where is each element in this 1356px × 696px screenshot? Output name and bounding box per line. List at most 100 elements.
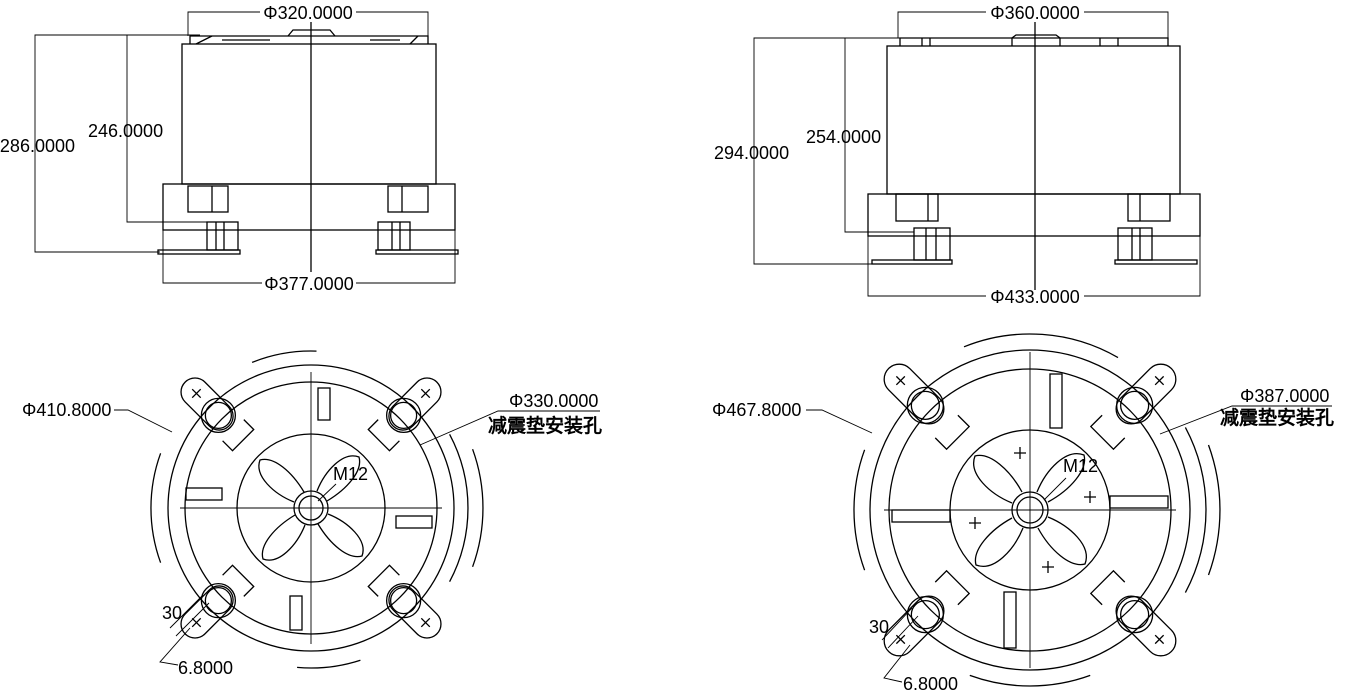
- outer-arc: [969, 674, 1091, 687]
- lug-hole: [1116, 386, 1154, 424]
- impeller-blade: [261, 514, 306, 561]
- ring-notch: [934, 569, 971, 606]
- ring-notch: [222, 419, 255, 452]
- leader-slot-width: [883, 644, 911, 683]
- lug-outline: [388, 585, 442, 639]
- lug-outline: [883, 595, 945, 657]
- dimension-line-base-diameter: [162, 230, 456, 284]
- lug-hole-inner: [1120, 600, 1150, 630]
- leader-thread: [317, 483, 337, 502]
- lug-outline: [1115, 595, 1177, 657]
- mount-lug: [883, 363, 971, 451]
- shaft-hub: [1011, 34, 1061, 46]
- outer-arc: [297, 659, 361, 669]
- mount-lug: [180, 377, 255, 452]
- hole-circle-diameter-label: Φ330.0000: [509, 391, 598, 411]
- lug-center-mark: [191, 617, 202, 628]
- lug-hole-inner: [1120, 390, 1150, 420]
- leader-slot-width: [159, 627, 191, 666]
- impeller-blade: [258, 458, 305, 503]
- angle-label: 30: [869, 617, 889, 637]
- outer-circle: [167, 364, 455, 652]
- lug-outline: [180, 377, 234, 431]
- ring-notch: [367, 419, 400, 452]
- leader-outer-diameter: [114, 409, 173, 433]
- body-height-label: 254.0000: [806, 127, 881, 147]
- motor-body: [181, 43, 437, 185]
- lug-hole-inner: [910, 600, 940, 630]
- top-diameter-label: Φ320.0000: [263, 3, 352, 23]
- leg-detail: [391, 222, 401, 250]
- lug-center-mark: [191, 388, 202, 399]
- lug-hole: [1116, 596, 1154, 634]
- outer-arc: [471, 448, 484, 568]
- thread-label: M12: [1063, 456, 1098, 476]
- top-cover: [899, 37, 1169, 46]
- ring-notch: [934, 414, 971, 451]
- center-mark: [969, 517, 981, 529]
- mount-block-left: [187, 185, 229, 213]
- impeller-blade: [974, 517, 1024, 567]
- outer-arc: [251, 350, 317, 364]
- plan-view-b-annotations: [806, 352, 1332, 683]
- side-view-b-dimensions: [753, 11, 1201, 297]
- top-cover: [189, 35, 429, 44]
- overall-height-label: 294.0000: [714, 143, 789, 163]
- leader-outer-diameter: [806, 409, 873, 434]
- motor-body: [886, 45, 1181, 195]
- dimension-line-base-diameter: [867, 236, 1201, 297]
- side-view-a-outline: [157, 22, 459, 272]
- lug-hole-inner: [389, 586, 418, 615]
- overall-height-label: 286.0000: [0, 136, 75, 156]
- ring-notch: [1089, 569, 1126, 606]
- lug-outline: [1115, 363, 1177, 425]
- base-diameter-label: Φ377.0000: [264, 274, 353, 294]
- leg-right: [377, 221, 411, 251]
- lug-hole: [200, 582, 237, 619]
- leader-hole-circle: [1159, 405, 1332, 435]
- outer-arc: [853, 449, 866, 571]
- radial-slot: [289, 595, 303, 631]
- thread-label: M12: [333, 464, 368, 484]
- lug-hole: [385, 397, 422, 434]
- lug-hole-inner: [389, 401, 418, 430]
- outer-arc: [963, 333, 1119, 359]
- outer-arc: [1207, 444, 1221, 576]
- outer-diameter-label: Φ410.8000: [22, 400, 111, 420]
- lug-hole-inner: [910, 390, 940, 420]
- hole-note-label: 减震垫安装孔: [488, 414, 602, 437]
- lug-hole: [906, 386, 944, 424]
- lug-center-mark: [895, 634, 906, 645]
- top-cover-detail: [921, 38, 1119, 46]
- hole-circle-diameter-label: Φ387.0000: [1240, 386, 1329, 406]
- lug-outline: [883, 363, 945, 425]
- mount-lug: [1089, 363, 1177, 451]
- lug-hole: [385, 582, 422, 619]
- mount-lug: [1089, 569, 1177, 657]
- ring-notch: [367, 564, 400, 597]
- lug-hole-inner: [204, 401, 233, 430]
- foot-plate-left: [871, 259, 953, 265]
- impeller-blade: [973, 454, 1023, 504]
- radial-slot: [395, 515, 433, 529]
- side-view-b-outline: [867, 22, 1201, 290]
- outer-arc: [1184, 427, 1207, 593]
- plan-view-a: Φ410.8000 Φ330.0000 减震垫安装孔 M12 30 6.8000: [22, 350, 602, 678]
- angle-lines: [881, 607, 919, 649]
- radial-slot: [1049, 373, 1063, 429]
- radial-slot: [185, 487, 223, 501]
- plan-view-b: Φ467.8000 Φ387.0000 减震垫安装孔 M12 30 6.8000: [712, 333, 1334, 694]
- outer-arc: [150, 453, 162, 563]
- mount-lug: [367, 564, 442, 639]
- leader-hole-circle: [419, 410, 600, 446]
- lug-outline: [388, 377, 442, 431]
- mount-block-right: [1127, 193, 1171, 222]
- radial-slot: [891, 509, 951, 523]
- foot-plate-right: [1114, 259, 1198, 265]
- ring-notch: [1089, 414, 1126, 451]
- ring-notch: [222, 564, 255, 597]
- radial-slot: [317, 387, 331, 421]
- center-mark: [1042, 561, 1054, 573]
- base-plate: [867, 193, 1201, 237]
